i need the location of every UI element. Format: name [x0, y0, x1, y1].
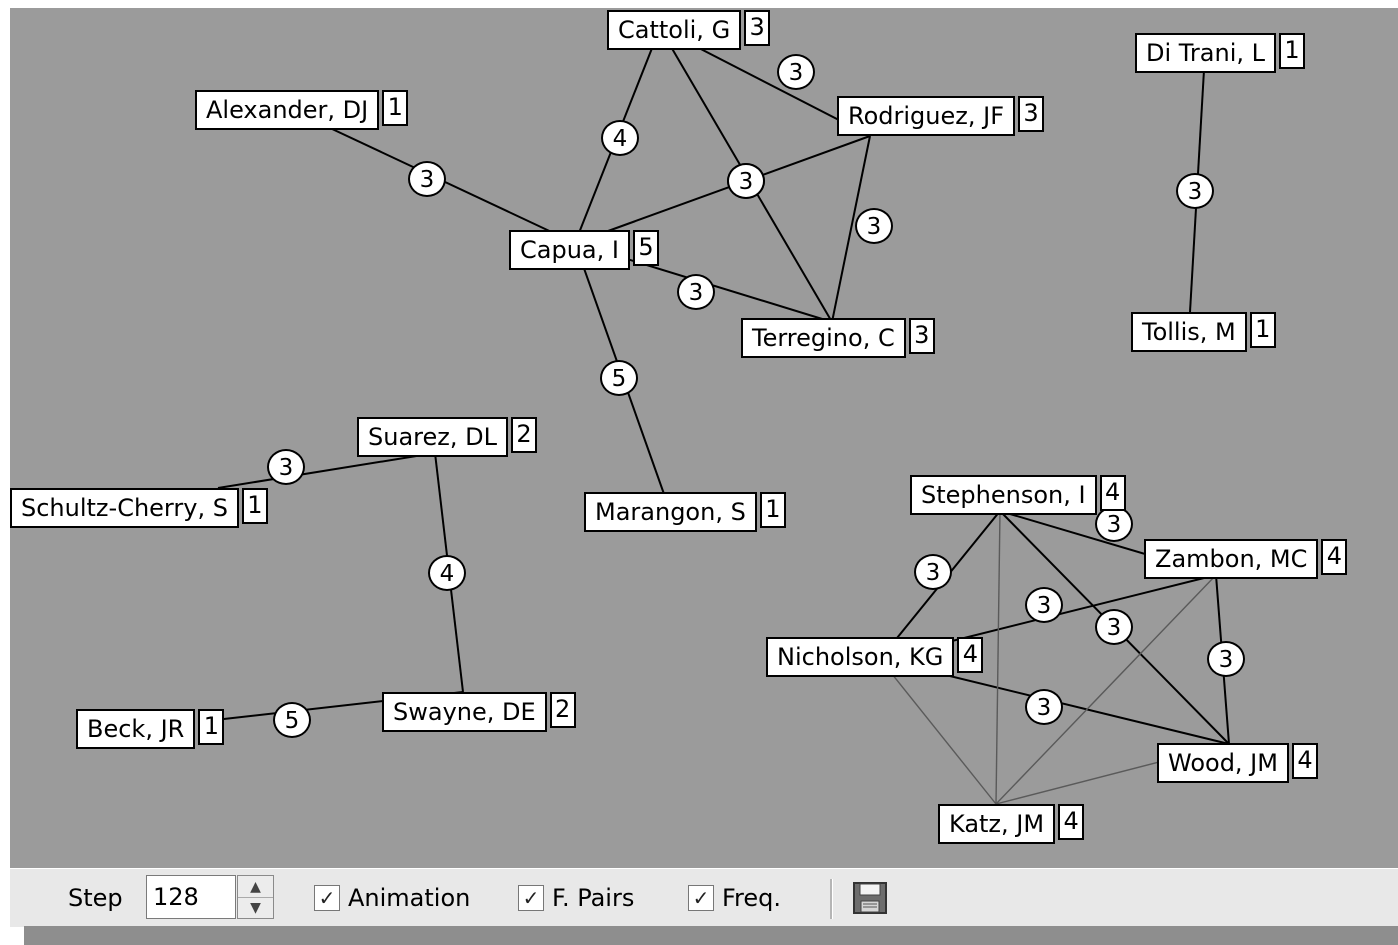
- node-name[interactable]: Beck, JR: [76, 709, 196, 749]
- edge-zambon-katz: [995, 574, 1217, 805]
- node-name[interactable]: Katz, JM: [938, 804, 1056, 844]
- node-name[interactable]: Stephenson, I: [910, 475, 1097, 515]
- edge-weight-badge: 5: [600, 360, 638, 396]
- step-spinner[interactable]: ▲ ▼: [237, 875, 274, 919]
- edge-weight-badge: 3: [914, 554, 952, 590]
- graph-canvas[interactable]: 343333533345333333 Cattoli, G3Alexander,…: [10, 8, 1398, 868]
- step-label: Step: [68, 884, 123, 912]
- bottom-strip: [24, 926, 1398, 945]
- node-count: 3: [744, 10, 771, 46]
- node-name[interactable]: Capua, I: [509, 230, 630, 270]
- edge-rodriguez-terregino: [831, 135, 871, 323]
- freq-label: Freq.: [722, 884, 782, 912]
- node-count: 1: [1279, 33, 1305, 69]
- freq-check-icon[interactable]: ✓: [688, 885, 714, 911]
- edge-weight-badge: 3: [1207, 641, 1245, 677]
- node-count: 1: [759, 492, 786, 528]
- edge-weight-badge: 3: [408, 161, 446, 197]
- edge-weight-badge: 4: [601, 120, 639, 156]
- animation-checkbox[interactable]: ✓ Animation: [314, 869, 470, 927]
- edge-stephenson-katz: [995, 510, 1001, 805]
- edge-weight-badge: 4: [428, 555, 466, 591]
- edge-weight-badge: 3: [1095, 609, 1133, 645]
- edge-suarez-schultz: [217, 452, 436, 489]
- node-name[interactable]: Alexander, DJ: [195, 90, 380, 130]
- edge-weight-badge: 3: [677, 274, 715, 310]
- node-count: 1: [241, 488, 268, 524]
- node-count: 4: [1321, 539, 1348, 575]
- node-count: 4: [1291, 743, 1318, 779]
- freq-checkbox[interactable]: ✓ Freq.: [688, 869, 781, 927]
- node-count: 4: [1058, 804, 1085, 840]
- node-name[interactable]: Schultz-Cherry, S: [10, 488, 239, 528]
- edge-weight-badge: 3: [855, 208, 893, 244]
- node-count: 5: [632, 230, 659, 266]
- edge-weight-badge: 3: [727, 163, 765, 199]
- edge-weight-badge: 3: [1176, 173, 1214, 209]
- spinner-down-icon[interactable]: ▼: [250, 899, 261, 916]
- node-name[interactable]: Wood, JM: [1157, 743, 1289, 783]
- node-name[interactable]: Suarez, DL: [357, 417, 508, 457]
- node-name[interactable]: Terregino, C: [741, 318, 906, 358]
- spinner-up-icon[interactable]: ▲: [238, 876, 273, 898]
- node-name[interactable]: Marangon, S: [584, 492, 757, 532]
- fpairs-label: F. Pairs: [552, 884, 635, 912]
- floppy-disk-icon: [853, 882, 887, 914]
- edge-weight-badge: 3: [1025, 587, 1063, 623]
- node-name[interactable]: Nicholson, KG: [766, 637, 955, 677]
- node-count: 4: [1099, 475, 1126, 511]
- node-name[interactable]: Di Trani, L: [1135, 33, 1276, 73]
- node-name[interactable]: Swayne, DE: [382, 692, 547, 732]
- node-count: 1: [382, 90, 409, 126]
- edge-alexander-capua: [329, 127, 576, 244]
- toolbar: Step 128 ▲ ▼ ✓ Animation ✓ F. Pairs ✓ Fr…: [10, 868, 1398, 927]
- save-button[interactable]: [852, 881, 888, 915]
- fpairs-checkbox[interactable]: ✓ F. Pairs: [518, 869, 634, 927]
- fpairs-check-icon[interactable]: ✓: [518, 885, 544, 911]
- edge-weight-badge: 3: [777, 54, 815, 90]
- node-count: 1: [1249, 312, 1276, 348]
- node-count: 4: [957, 637, 984, 673]
- node-count: 1: [198, 709, 225, 745]
- node-name[interactable]: Rodriguez, JF: [837, 96, 1015, 136]
- node-count: 3: [1018, 96, 1044, 132]
- node-name[interactable]: Zambon, MC: [1144, 539, 1319, 579]
- edge-weight-badge: 3: [1025, 689, 1063, 725]
- animation-label: Animation: [348, 884, 471, 912]
- node-count: 2: [549, 692, 576, 728]
- toolbar-separator: [830, 879, 833, 919]
- node-name[interactable]: Tollis, M: [1131, 312, 1247, 352]
- edge-weight-badge: 5: [273, 702, 311, 738]
- node-count: 2: [510, 417, 537, 453]
- node-name[interactable]: Cattoli, G: [607, 10, 742, 50]
- animation-check-icon[interactable]: ✓: [314, 885, 340, 911]
- edge-weight-badge: 3: [267, 449, 305, 485]
- edge-nicholson-katz: [879, 658, 997, 805]
- node-count: 3: [908, 318, 935, 354]
- edge-capua-rodriguez: [574, 135, 871, 244]
- edge-weight-badge: 3: [1095, 506, 1133, 542]
- step-input[interactable]: 128: [146, 875, 236, 919]
